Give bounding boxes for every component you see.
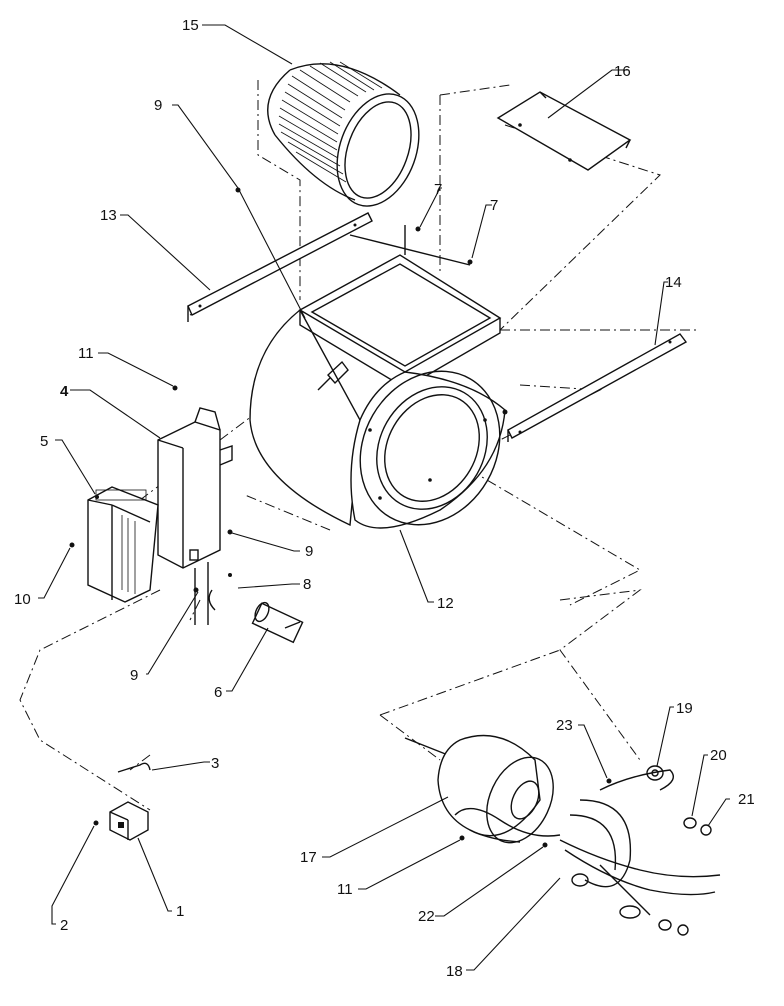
callout-11-motor: 11 xyxy=(337,881,353,898)
screw-11-top xyxy=(172,385,178,391)
blower-motor xyxy=(404,734,561,844)
screw-23 xyxy=(606,778,612,784)
callout-9-top: 9 xyxy=(154,97,162,114)
callout-7-left: 7 xyxy=(434,181,442,198)
capacitor-and-clip xyxy=(208,573,304,644)
callout-14: 14 xyxy=(665,274,682,291)
callout-12: 12 xyxy=(437,595,454,612)
callout-8: 8 xyxy=(303,576,311,593)
wire-lead xyxy=(117,762,151,773)
callout-6: 6 xyxy=(214,684,222,701)
callout-1: 1 xyxy=(176,903,184,920)
transformer xyxy=(109,801,149,841)
callout-15: 15 xyxy=(182,17,199,34)
callout-labels: 15 16 9 7 7 13 14 11 4 5 10 9 8 12 9 6 3… xyxy=(14,17,755,980)
screw-22 xyxy=(542,842,548,848)
right-rail xyxy=(507,333,688,442)
callout-18: 18 xyxy=(446,963,463,980)
callout-16: 16 xyxy=(614,63,631,80)
control-bracket xyxy=(157,407,233,625)
callout-7-right: 7 xyxy=(490,197,498,214)
callout-4: 4 xyxy=(60,383,69,400)
callout-13: 13 xyxy=(100,207,117,224)
nut-21 xyxy=(677,824,712,936)
callout-10: 10 xyxy=(14,591,31,608)
callout-22: 22 xyxy=(418,908,435,925)
control-board xyxy=(87,486,159,603)
callout-19: 19 xyxy=(676,700,693,717)
screw-9-mid xyxy=(227,529,233,535)
screw-2 xyxy=(93,820,99,826)
callout-11-top: 11 xyxy=(78,345,94,362)
blower-housing xyxy=(249,225,508,529)
leader-lines xyxy=(38,24,730,971)
callout-5: 5 xyxy=(40,433,48,450)
screw-9-low xyxy=(193,587,199,593)
washer-20 xyxy=(658,817,697,931)
callout-17: 17 xyxy=(300,849,317,866)
screw-7-right xyxy=(467,259,473,265)
screw-11-motor xyxy=(459,835,465,841)
cutoff-plate xyxy=(496,91,632,171)
callout-2: 2 xyxy=(60,917,68,934)
motor-mount xyxy=(559,769,721,919)
grommet-19 xyxy=(646,765,664,781)
screw-7-left xyxy=(415,226,421,232)
left-rail xyxy=(187,212,373,322)
blower-wheel xyxy=(267,61,420,207)
callout-9-mid: 9 xyxy=(305,543,313,560)
callout-23: 23 xyxy=(556,717,573,734)
screw-10 xyxy=(69,542,75,548)
callout-3: 3 xyxy=(211,755,219,772)
callout-20: 20 xyxy=(710,747,727,764)
callout-9-low: 9 xyxy=(130,667,138,684)
callout-21: 21 xyxy=(738,791,755,808)
